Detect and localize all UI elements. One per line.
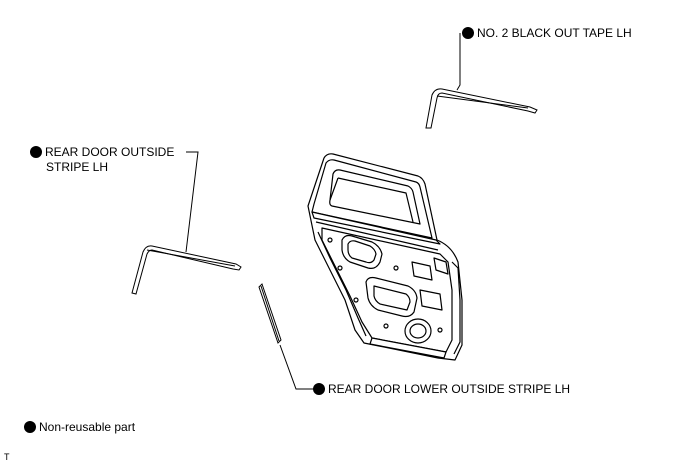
lower-outside-stripe-part [258, 283, 282, 344]
leader-lines [185, 33, 461, 390]
corner-mark: T [4, 452, 10, 462]
legend-non-reusable-text: Non-reusable part [39, 420, 136, 434]
black-out-tape-part [425, 88, 538, 129]
label-black-out-tape-text: NO. 2 BLACK OUT TAPE LH [477, 26, 632, 40]
non-reusable-marker-icon [30, 146, 42, 158]
label-outside-stripe-line2: STRIPE LH [46, 160, 109, 174]
non-reusable-marker-icon [462, 27, 474, 39]
label-lower-outside-stripe: REAR DOOR LOWER OUTSIDE STRIPE LH [313, 382, 570, 397]
outside-stripe-part [131, 245, 242, 295]
label-outside-stripe-line1: REAR DOOR OUTSIDE [45, 145, 175, 159]
non-reusable-marker-icon [24, 421, 36, 433]
leader-lower-stripe [279, 344, 313, 390]
leader-black-out-tape [456, 33, 461, 91]
label-lower-outside-stripe-text: REAR DOOR LOWER OUTSIDE STRIPE LH [328, 382, 571, 396]
rear-door-assembly [307, 153, 463, 361]
legend-non-reusable: Non-reusable part [24, 420, 135, 435]
label-black-out-tape: NO. 2 BLACK OUT TAPE LH [462, 26, 632, 41]
label-outside-stripe: REAR DOOR OUTSIDE STRIPE LH [30, 145, 174, 175]
leader-outside-stripe [185, 151, 199, 253]
non-reusable-marker-icon [313, 383, 325, 395]
